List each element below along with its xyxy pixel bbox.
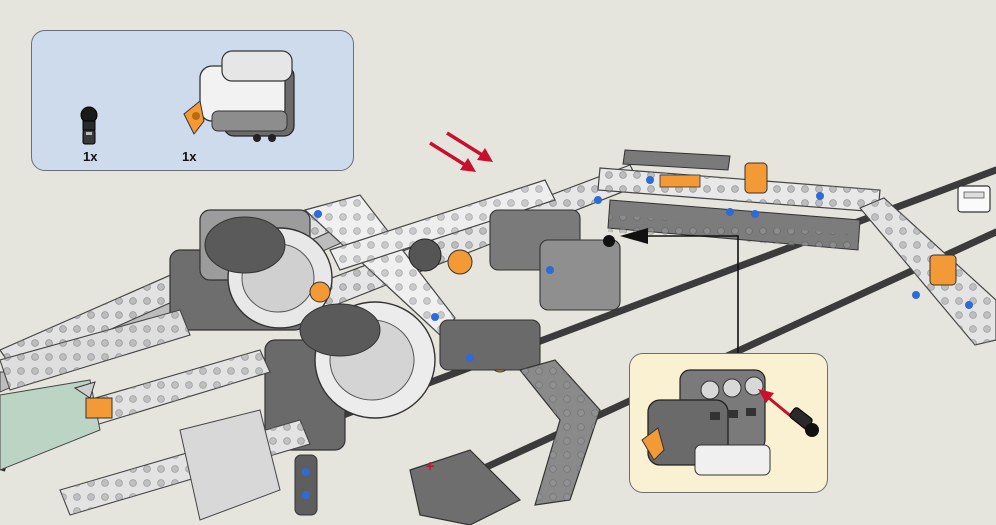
target-peg-icon [603, 235, 615, 247]
detail-callout-panel [629, 353, 828, 493]
beam-upper-right [597, 149, 881, 251]
lower-arm: + [294, 359, 601, 525]
callout-pointer [620, 228, 739, 353]
sensor-with-peg-detail-icon [641, 369, 819, 476]
cable-plug-icon [957, 185, 991, 213]
sensor-quantity: 1x [182, 149, 197, 164]
ultrasonic-sensor-icon [183, 50, 295, 142]
blue-pins [314, 176, 973, 362]
middle-beam-cluster [439, 209, 621, 371]
svg-text:+: + [425, 459, 435, 473]
black-peg-icon [80, 106, 98, 145]
peg-quantity: 1x [83, 149, 98, 164]
motor-housing-upper [169, 209, 333, 331]
frame-beams-left [0, 309, 311, 521]
white-frame-center [303, 179, 556, 336]
motor-housing-lower [264, 301, 436, 451]
parts-list-panel: 1x 1x [31, 30, 354, 171]
placement-arrows-icon [429, 131, 493, 172]
beam-right-descending [859, 197, 996, 346]
